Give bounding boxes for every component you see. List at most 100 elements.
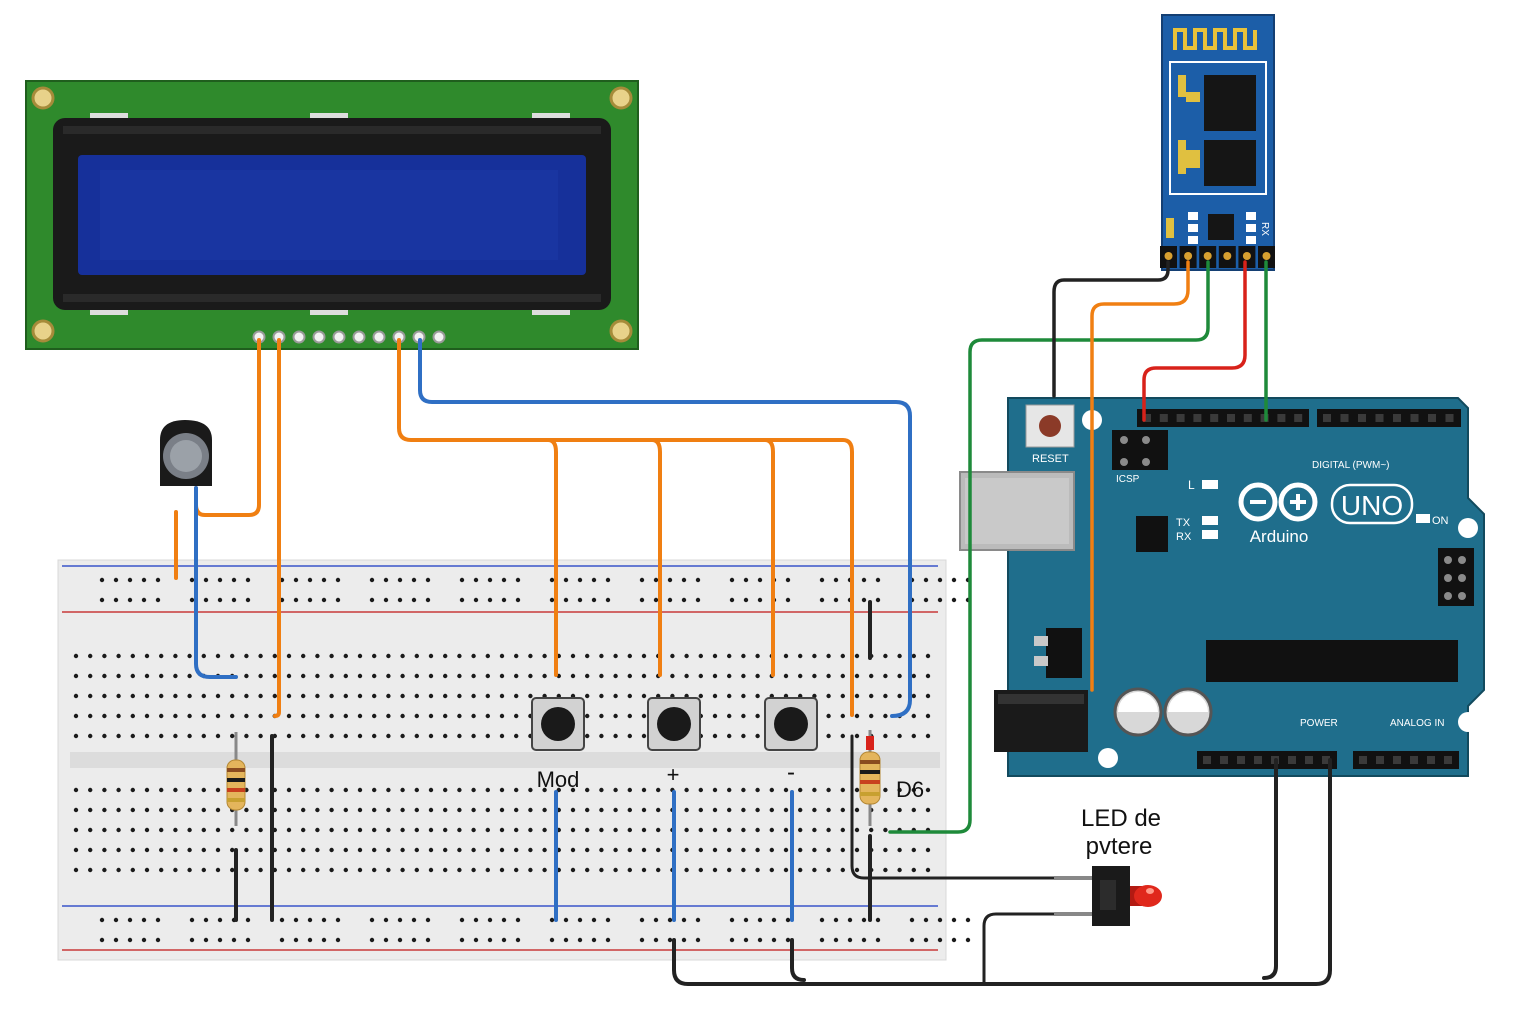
breadboard-hole <box>471 867 476 873</box>
breadboard-hole <box>116 693 121 699</box>
breadboard-hole <box>459 577 465 583</box>
breadboard-hole <box>102 653 107 659</box>
breadboard-hole <box>159 847 164 853</box>
breadboard-hole <box>155 937 161 943</box>
breadboard-hole <box>514 673 519 679</box>
breadboard-hole <box>798 653 803 659</box>
breadboard-hole <box>911 807 916 813</box>
breadboard-hole <box>757 937 763 943</box>
breadboard-hole <box>783 653 789 659</box>
button-minus[interactable] <box>764 697 818 751</box>
breadboard-hole <box>102 847 107 853</box>
breadboard-hole <box>443 807 448 813</box>
breadboard-hole <box>459 597 465 603</box>
breadboard-hole <box>301 653 306 659</box>
breadboard-hole <box>755 713 760 719</box>
breadboard-hole <box>230 827 235 833</box>
breadboard-hole <box>570 653 576 659</box>
breadboard-hole <box>245 597 251 603</box>
breadboard-hole <box>826 847 831 853</box>
header-socket <box>1210 414 1219 422</box>
breadboard-hole <box>681 597 687 603</box>
breadboard-hole <box>712 847 718 853</box>
breadboard-hole <box>599 867 604 873</box>
button-plus[interactable] <box>647 697 701 751</box>
breadboard-hole <box>473 597 479 603</box>
breadboard-hole <box>727 867 732 873</box>
breadboard-hole <box>585 847 590 853</box>
breadboard-hole <box>613 867 618 873</box>
breadboard-hole <box>357 733 363 739</box>
breadboard-hole <box>230 867 235 873</box>
breadboard-hole <box>528 693 533 699</box>
breadboard-hole <box>613 693 618 699</box>
breadboard-hole <box>471 827 476 833</box>
breadboard-hole <box>144 693 150 699</box>
breadboard-hole <box>400 787 405 793</box>
breadboard-hole <box>840 653 845 659</box>
breadboard-hole <box>514 807 519 813</box>
breadboard-hole <box>743 577 749 583</box>
breadboard-hole <box>599 827 604 833</box>
breadboard-hole <box>173 653 178 659</box>
breadboard-hole <box>102 733 107 739</box>
breadboard-hole <box>923 577 929 583</box>
breadboard-hole <box>357 673 363 679</box>
breadboard-hole <box>869 693 874 699</box>
breadboard-hole <box>173 827 178 833</box>
breadboard-hole <box>230 847 235 853</box>
breadboard-hole <box>542 787 547 793</box>
breadboard-hole <box>785 937 791 943</box>
breadboard-hole <box>826 653 831 659</box>
breadboard-hole <box>414 693 419 699</box>
breadboard-hole <box>937 577 943 583</box>
breadboard-hole <box>487 577 493 583</box>
breadboard-hole <box>727 827 732 833</box>
breadboard-hole <box>485 847 490 853</box>
button-mode[interactable] <box>531 697 585 751</box>
breadboard-hole <box>585 713 590 719</box>
breadboard-hole <box>335 937 341 943</box>
breadboard-hole <box>639 937 645 943</box>
breadboard-hole <box>897 787 902 793</box>
breadboard-hole <box>542 827 547 833</box>
breadboard-hole <box>315 827 320 833</box>
breadboard-hole <box>173 673 178 679</box>
breadboard-hole <box>501 597 507 603</box>
breadboard-hole <box>613 713 618 719</box>
breadboard-hole <box>272 693 277 699</box>
breadboard-hole <box>231 937 237 943</box>
breadboard-hole <box>321 937 327 943</box>
breadboard-hole <box>258 713 263 719</box>
breadboard-hole <box>639 597 645 603</box>
breadboard-hole <box>215 733 221 739</box>
breadboard-hole <box>369 917 375 923</box>
breadboard-hole <box>471 693 476 699</box>
breadboard-hole <box>485 713 490 719</box>
breadboard-hole <box>937 917 943 923</box>
breadboard-hole <box>577 597 583 603</box>
breadboard-hole <box>485 807 490 813</box>
breadboard-hole <box>343 847 348 853</box>
breadboard-hole <box>372 787 377 793</box>
breadboard-hole <box>245 937 251 943</box>
power-led <box>1054 866 1162 926</box>
breadboard-hole <box>258 787 263 793</box>
breadboard-hole <box>315 673 320 679</box>
breadboard-hole <box>641 827 647 833</box>
breadboard-hole <box>425 577 431 583</box>
breadboard-hole <box>599 673 604 679</box>
breadboard-hole <box>88 673 93 679</box>
atmega-chip <box>1206 640 1458 682</box>
breadboard-hole <box>819 597 825 603</box>
breadboard-hole <box>684 807 689 813</box>
breadboard-hole <box>577 917 583 923</box>
breadboard-hole <box>585 693 590 699</box>
breadboard-hole <box>471 733 476 739</box>
breadboard-hole <box>909 937 915 943</box>
breadboard-hole <box>812 673 817 679</box>
breadboard-hole <box>585 673 590 679</box>
breadboard-hole <box>386 653 391 659</box>
breadboard-hole <box>173 847 178 853</box>
icsp-pin <box>1458 556 1466 564</box>
